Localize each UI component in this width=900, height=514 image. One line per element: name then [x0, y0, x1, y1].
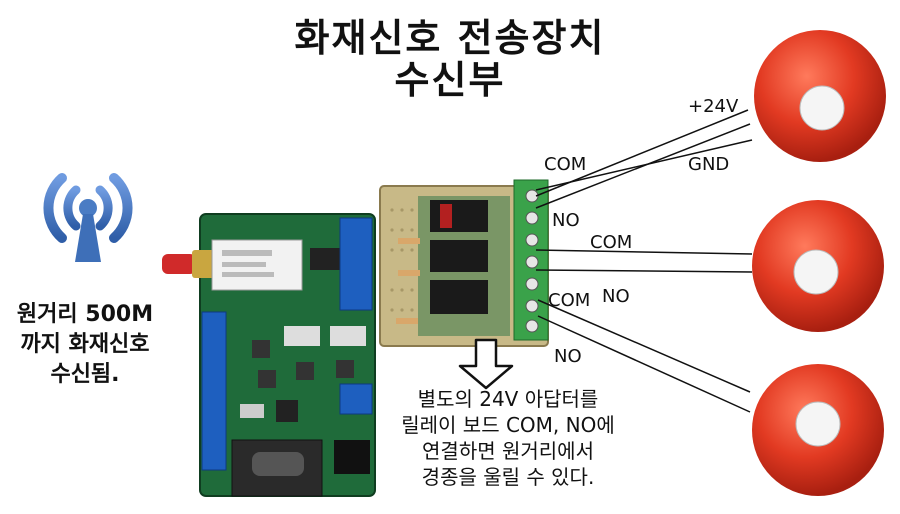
label-com-1: COM [544, 154, 587, 175]
label-com-2: COM [590, 232, 633, 253]
down-arrow-icon [458, 338, 514, 390]
relay-board [379, 179, 549, 347]
caption-line1: 별도의 24V 아답터를 [417, 387, 599, 411]
label-plus24v: +24V [688, 96, 739, 117]
side-note-line2: 까지 화재신호 [20, 332, 150, 357]
caption: 별도의 24V 아답터를 릴레이 보드 COM, NO에 연결하면 원거리에서 … [368, 386, 648, 490]
fire-bell-3 [752, 364, 884, 496]
side-note-line3: 수신됨. [50, 362, 120, 387]
caption-line3: 연결하면 원거리에서 [422, 439, 594, 463]
fire-bell-1 [754, 30, 886, 162]
page-title: 화재신호 전송장치 [294, 16, 606, 60]
wireless-signal-icon [43, 173, 133, 262]
fire-bell-2 [752, 200, 884, 332]
receiver-board [162, 213, 376, 497]
label-no-1: NO [552, 210, 580, 231]
label-no-3: NO [554, 346, 582, 367]
label-no-2: NO [602, 286, 630, 307]
wires [535, 109, 753, 413]
page-subtitle: 수신부 [394, 58, 506, 102]
caption-line4: 경종을 울릴 수 있다. [421, 465, 595, 489]
side-note-line1: 원거리 500M [16, 302, 154, 327]
label-gnd: GND [688, 154, 730, 175]
caption-line2: 릴레이 보드 COM, NO에 [401, 413, 615, 437]
label-com-3: COM [548, 290, 591, 311]
